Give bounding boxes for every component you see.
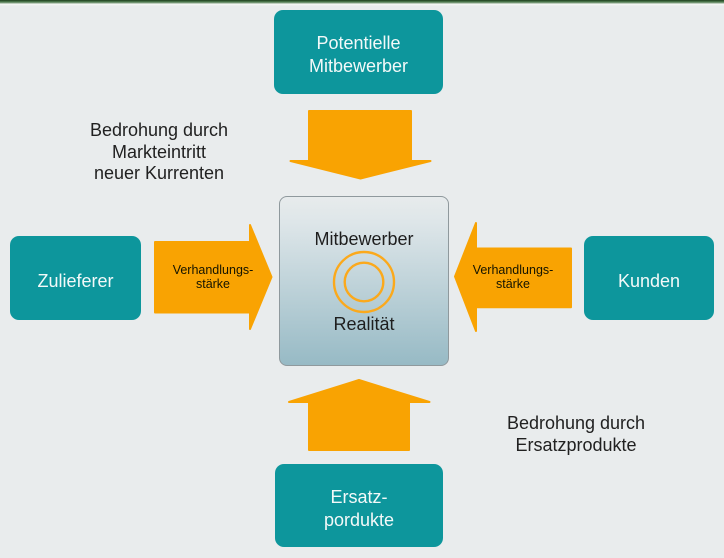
center-top-label: Mitbewerber bbox=[314, 229, 414, 249]
node-potentielle-mitbewerber: Potentielle Mitbewerber bbox=[274, 10, 443, 94]
node-label-line: Kunden bbox=[617, 270, 681, 291]
note-line: Bedrohung durch bbox=[506, 413, 646, 433]
arrow-right-icon bbox=[154, 224, 273, 330]
note-line: neuer Kurrenten bbox=[93, 163, 225, 183]
arrow-label-line: stärke bbox=[195, 276, 231, 291]
node-zulieferer: Zulieferer bbox=[10, 236, 141, 320]
node-ersatzprodukte: Ersatz- pordukte bbox=[275, 464, 443, 547]
arrow-label-line: Verhandlungs- bbox=[172, 263, 254, 277]
arrow-left-icon bbox=[454, 222, 572, 332]
node-label-line: Mitbewerber bbox=[308, 56, 409, 76]
right-arrow-label: Verhandlungs- stärke bbox=[453, 263, 573, 291]
center-bottom-label: Realität bbox=[333, 314, 395, 334]
node-label-line: pordukte bbox=[323, 509, 395, 530]
note-threat-of-substitutes: Bedrohung durch Ersatzprodukte bbox=[466, 413, 686, 456]
note-line: Markteintritt bbox=[111, 141, 207, 162]
node-center-mitbewerber: Mitbewerber Realität bbox=[279, 196, 449, 366]
arrow-up-icon bbox=[288, 379, 431, 451]
node-label-line: Ersatz- bbox=[330, 486, 388, 507]
arrow-label-line: stärke bbox=[495, 276, 531, 291]
top-border-rule bbox=[0, 0, 724, 6]
node-label-line: Potentielle bbox=[316, 33, 401, 53]
node-kunden: Kunden bbox=[584, 236, 714, 320]
note-threat-of-entry: Bedrohung durch Markteintritt neuer Kurr… bbox=[39, 120, 279, 185]
node-label-line: Zulieferer bbox=[37, 270, 114, 291]
arrow-down-icon bbox=[289, 110, 432, 180]
arrow-label-line: Verhandlungs- bbox=[472, 263, 554, 277]
note-line: Bedrohung durch bbox=[89, 120, 229, 140]
note-line: Ersatzprodukte bbox=[515, 434, 637, 455]
concentric-rings-icon bbox=[332, 250, 396, 314]
left-arrow-label: Verhandlungs- stärke bbox=[153, 263, 273, 291]
